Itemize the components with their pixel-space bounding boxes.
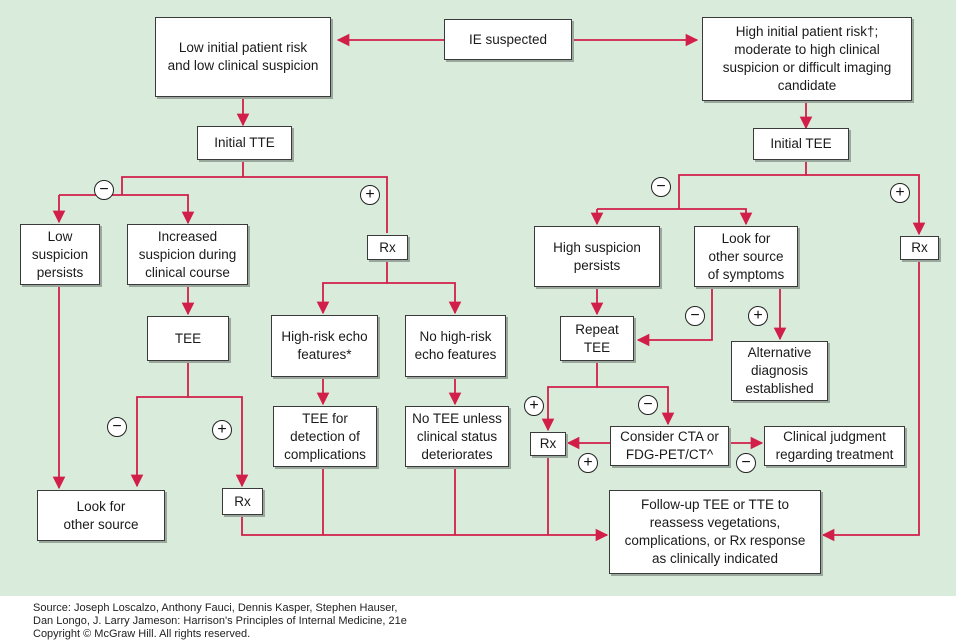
minus-sign: − xyxy=(736,453,756,473)
followup-box: Follow-up TEE or TTE to reassess vegetat… xyxy=(609,490,821,574)
arrow-rx-to-no-high xyxy=(387,282,462,315)
minus-sign: − xyxy=(94,180,114,200)
connector-lines xyxy=(52,33,926,542)
source-footer: Source: Joseph Loscalzo, Anthony Fauci, … xyxy=(33,602,407,641)
rx-left-pos-box: Rx xyxy=(367,235,408,260)
arrow-tee-pos-to-rx xyxy=(188,396,249,488)
minus-sign: − xyxy=(638,395,658,415)
footer-line: Copyright © McGraw Hill. All rights rese… xyxy=(33,628,251,640)
initial-tte-box: Initial TTE xyxy=(197,126,292,160)
look-other-source-box: Look for other source xyxy=(37,490,165,541)
low-suspicion-persists-box: Low suspicion persists xyxy=(20,224,100,285)
arrow-repeat-neg-to-cta xyxy=(597,386,675,426)
tee-complications-box: TEE for detection of complications xyxy=(273,406,377,467)
footer-line: Source: Joseph Loscalzo, Anthony Fauci, … xyxy=(33,602,398,614)
minus-sign: − xyxy=(107,417,127,437)
tte-neg-split xyxy=(59,194,195,225)
tee-split xyxy=(130,361,189,488)
alternative-diagnosis-box: Alternative diagnosis established xyxy=(731,341,828,401)
plus-sign: + xyxy=(360,185,380,205)
tee-left-box: TEE xyxy=(147,316,229,361)
tte-split xyxy=(121,160,388,233)
initial-tee-box: Initial TEE xyxy=(753,128,849,160)
rx-split xyxy=(316,260,388,315)
flowchart-panel: IE suspected Low initial patient risk an… xyxy=(0,0,956,596)
look-other-symptoms-box: Look for other source of symptoms xyxy=(694,226,798,287)
rx-left-bottom-box: Rx xyxy=(222,488,263,515)
plus-sign: + xyxy=(748,306,768,326)
no-high-risk-echo-box: No high-risk echo features xyxy=(405,315,506,377)
footer-line: Dan Longo, J. Larry Jameson: Harrison's … xyxy=(33,615,407,627)
high-risk-box: High initial patient risk†; moderate to … xyxy=(702,17,912,101)
arrow-rx-right-to-followup xyxy=(821,260,920,542)
repeat-split xyxy=(541,361,598,432)
increased-suspicion-box: Increased suspicion during clinical cour… xyxy=(127,224,248,285)
high-risk-echo-box: High-risk echo features* xyxy=(271,315,378,377)
clinical-judgment-box: Clinical judgment regarding treatment xyxy=(764,426,905,466)
consider-cta-box: Consider CTA or FDG-PET/CT^ xyxy=(610,426,729,466)
plus-sign: + xyxy=(212,420,232,440)
repeat-tee-box: Repeat TEE xyxy=(560,316,634,361)
plus-sign: + xyxy=(890,183,910,203)
minus-sign: − xyxy=(685,306,705,326)
plus-sign: + xyxy=(578,453,598,473)
arrow-look-neg-to-repeat xyxy=(636,287,713,347)
rx-middle-box: Rx xyxy=(530,432,566,456)
rx-right-box: Rx xyxy=(900,236,939,260)
tee-right-split xyxy=(678,160,807,209)
no-tee-unless-box: No TEE unless clinical status deteriorat… xyxy=(405,406,509,467)
minus-sign: − xyxy=(651,177,671,197)
arrow-collector-to-followup xyxy=(241,515,609,542)
neg-split-right xyxy=(597,208,753,226)
plus-sign: + xyxy=(524,396,544,416)
low-risk-box: Low initial patient risk and low clinica… xyxy=(155,17,331,97)
high-suspicion-persists-box: High suspicion persists xyxy=(534,226,660,287)
ie-suspected-box: IE suspected xyxy=(444,19,572,60)
arrow-tee-pos-to-rx-right xyxy=(806,174,926,236)
